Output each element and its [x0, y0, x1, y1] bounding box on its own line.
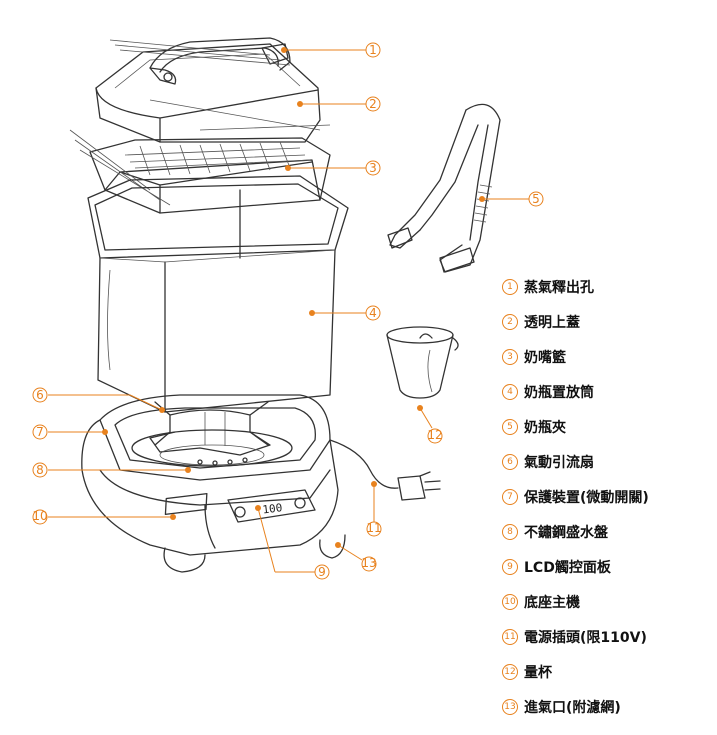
legend-number: 5: [502, 419, 518, 435]
power-cord: [329, 439, 441, 501]
legend-number: 11: [502, 629, 518, 645]
legend-item-12: 12 量杯: [502, 661, 552, 683]
svg-text:13: 13: [361, 556, 376, 570]
legend-number: 12: [502, 664, 518, 680]
legend-label: 底座主機: [524, 595, 580, 611]
svg-text:10: 10: [32, 509, 47, 523]
svg-text:9: 9: [318, 565, 326, 579]
callout-markers: 1 2 3 4 5 6 7 8 9 10 11 12 13: [32, 42, 544, 580]
legend-item-13: 13 進氣口(附濾網): [502, 696, 621, 718]
legend-item-3: 3 奶嘴籃: [502, 346, 566, 368]
legend-item-1: 1 蒸氣釋出孔: [502, 276, 594, 298]
bottle-tongs: [387, 103, 501, 273]
legend-number: 13: [502, 699, 518, 715]
svg-text:12: 12: [427, 428, 442, 442]
legend-label: 進氣口(附濾網): [524, 700, 621, 716]
svg-text:6: 6: [36, 388, 44, 402]
air-fan: [149, 401, 271, 456]
legend-label: 不鏽鋼盛水盤: [524, 525, 608, 541]
callout-leaders: [48, 47, 529, 573]
base-unit: [81, 394, 346, 573]
legend-number: 10: [502, 594, 518, 610]
legend-label: 透明上蓋: [524, 315, 580, 331]
measuring-cup: [386, 326, 459, 399]
svg-text:2: 2: [369, 97, 377, 111]
legend-number: 1: [502, 279, 518, 295]
svg-text:7: 7: [36, 425, 44, 439]
lcd-control-panel: 100: [164, 489, 316, 523]
legend-label: 奶瓶置放筒: [524, 385, 594, 401]
legend-item-10: 10 底座主機: [502, 591, 580, 613]
legend-number: 8: [502, 524, 518, 540]
legend-item-4: 4 奶瓶置放筒: [502, 381, 594, 403]
lcd-readout: 100: [262, 501, 283, 516]
legend-item-9: 9 LCD觸控面板: [502, 556, 611, 578]
legend-label: 量杯: [524, 665, 552, 681]
legend-item-11: 11 電源插頭(限110V): [502, 626, 647, 648]
legend-number: 9: [502, 559, 518, 575]
legend-label: LCD觸控面板: [524, 560, 611, 576]
legend-label: 奶嘴籃: [524, 350, 566, 366]
svg-text:4: 4: [369, 306, 377, 320]
nipple-basket: [69, 129, 331, 214]
legend-label: 保護裝置(微動開關): [524, 490, 649, 506]
bottle-holder-container: [87, 175, 349, 413]
legend-item-6: 6 氣動引流扇: [502, 451, 594, 473]
legend-label: 電源插頭(限110V): [524, 630, 647, 646]
legend-item-8: 8 不鏽鋼盛水盤: [502, 521, 608, 543]
legend-item-2: 2 透明上蓋: [502, 311, 580, 333]
legend-number: 4: [502, 384, 518, 400]
svg-text:1: 1: [369, 43, 377, 57]
steam-vent-handle: [109, 37, 291, 85]
svg-text:11: 11: [366, 521, 381, 535]
legend-item-5: 5 奶瓶夾: [502, 416, 566, 438]
legend-number: 7: [502, 489, 518, 505]
legend-label: 氣動引流扇: [524, 455, 594, 471]
svg-text:3: 3: [369, 161, 377, 175]
legend-label: 蒸氣釋出孔: [524, 280, 594, 296]
legend-number: 3: [502, 349, 518, 365]
legend-number: 6: [502, 454, 518, 470]
transparent-lid: [95, 43, 331, 143]
legend-label: 奶瓶夾: [524, 420, 566, 436]
legend-number: 2: [502, 314, 518, 330]
legend-item-7: 7 保護裝置(微動開關): [502, 486, 649, 508]
svg-text:8: 8: [36, 463, 44, 477]
svg-text:5: 5: [532, 192, 540, 206]
